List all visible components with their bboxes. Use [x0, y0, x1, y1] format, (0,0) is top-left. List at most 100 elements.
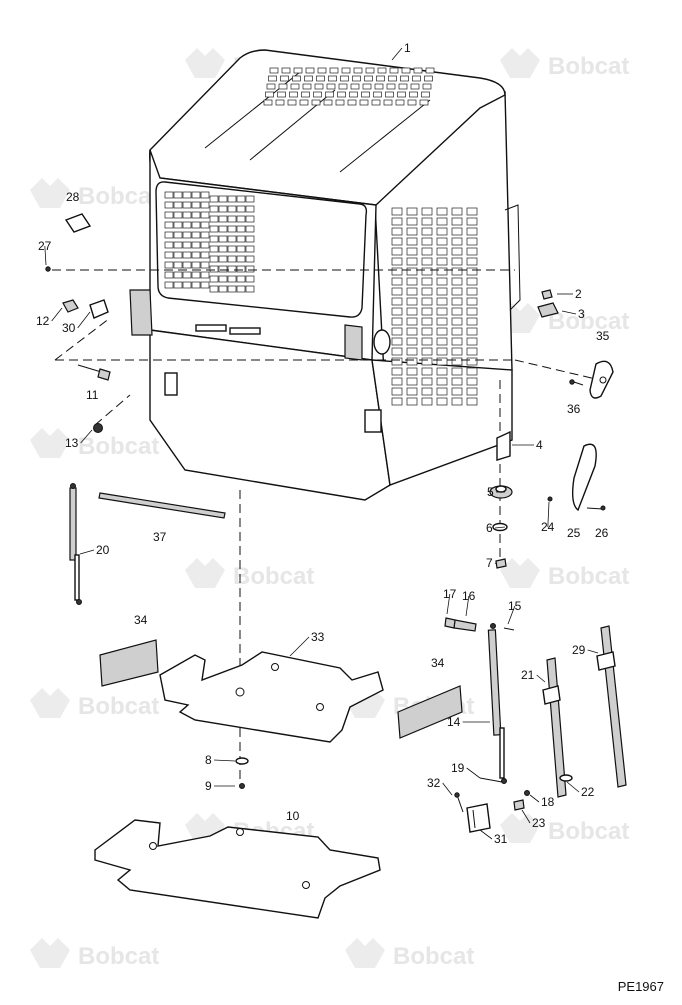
grille-cell	[245, 215, 255, 223]
grille-cell	[191, 271, 201, 279]
grille-cell	[436, 267, 448, 276]
grille-cell	[359, 99, 369, 106]
bobcat-logo-icon	[185, 48, 225, 78]
grille-cell	[466, 297, 478, 306]
grille-cell	[209, 285, 219, 293]
watermark-text: Bobcat	[78, 693, 159, 720]
grille-cell	[182, 261, 192, 269]
grille-cell	[451, 337, 463, 346]
grille-cell	[209, 195, 219, 203]
drawing-code: PE1967	[617, 979, 664, 994]
leader-line-29	[587, 649, 599, 654]
grille-cell	[436, 287, 448, 296]
grille-cell	[182, 241, 192, 249]
grille-cell	[406, 297, 418, 306]
leader-line-30	[77, 311, 91, 329]
grille-cell	[227, 235, 237, 243]
grille-cell	[400, 75, 409, 82]
grille-cell	[164, 281, 174, 289]
grille-cell	[245, 205, 255, 213]
grille-cell	[341, 67, 351, 74]
grille-cell	[466, 397, 478, 406]
grille-cell	[385, 91, 394, 98]
grille-cell	[421, 397, 433, 406]
grille-cell	[191, 211, 201, 219]
grille-cell	[421, 287, 433, 296]
grille-cell	[191, 261, 201, 269]
grille-cell	[281, 67, 291, 74]
grille-cell	[263, 99, 273, 106]
callout-1: 1	[404, 41, 411, 55]
grille-cell	[451, 307, 463, 316]
grille-cell	[388, 75, 397, 82]
grille-cell	[340, 75, 349, 82]
grille-cell	[245, 245, 255, 253]
grille-cell	[173, 261, 183, 269]
grille-cell	[182, 251, 192, 259]
grille-cell	[236, 225, 246, 233]
grille-cell	[406, 247, 418, 256]
grille-cell	[466, 347, 478, 356]
grille-cell	[451, 207, 463, 216]
callout-34: 34	[134, 613, 148, 627]
grille-cell	[451, 297, 463, 306]
grille-cell	[200, 251, 210, 259]
grille-cell	[436, 367, 448, 376]
assembly-center-lines	[52, 269, 601, 785]
grille-cell	[191, 201, 201, 209]
callout-34: 34	[431, 656, 445, 670]
grille-cell	[436, 277, 448, 286]
grille-cell	[391, 257, 403, 266]
grille-cell	[421, 337, 433, 346]
callout-21: 21	[521, 668, 535, 682]
grille-cell	[227, 225, 237, 233]
grille-cell	[466, 287, 478, 296]
grille-cell	[227, 195, 237, 203]
grille-cell	[245, 255, 255, 263]
grille-cell	[278, 83, 288, 90]
grille-cell	[391, 267, 403, 276]
grille-cell	[236, 265, 246, 273]
grille-cell	[227, 245, 237, 253]
grille-cell	[466, 307, 478, 316]
watermark-text: Bobcat	[393, 943, 474, 970]
grille-cell	[436, 257, 448, 266]
grille-cell	[398, 83, 408, 90]
leader-line-7	[494, 562, 498, 565]
leader-line-3	[561, 310, 577, 315]
leader-line-8	[213, 759, 236, 762]
grille-cell	[200, 261, 210, 269]
leader-line-18	[529, 794, 540, 803]
callout-30: 30	[62, 321, 76, 335]
grille-cell	[406, 267, 418, 276]
watermark-text: Bobcat	[78, 943, 159, 970]
callout-3: 3	[578, 307, 585, 321]
grille-cell	[182, 271, 192, 279]
grille-cell	[374, 83, 384, 90]
bobcat-logo-icon	[500, 48, 540, 78]
grille-cell	[436, 247, 448, 256]
grille-cell	[421, 327, 433, 336]
grille-cell	[386, 83, 396, 90]
grille-cell	[466, 267, 478, 276]
grille-cell	[406, 307, 418, 316]
grille-cell	[436, 397, 448, 406]
grille-cell	[200, 211, 210, 219]
bobcat-watermark: Bobcat	[500, 558, 629, 590]
grille-cell	[269, 67, 279, 74]
grille-cell	[421, 387, 433, 396]
callout-12: 12	[36, 314, 50, 328]
grille-cell	[304, 75, 313, 82]
grille-cell	[406, 207, 418, 216]
grille-cell	[391, 347, 403, 356]
grille-cell	[436, 377, 448, 386]
leader-lines	[44, 47, 599, 840]
callout-15: 15	[508, 599, 522, 613]
grille-cell	[406, 287, 418, 296]
grille-cell	[280, 75, 289, 82]
grille-cell	[173, 251, 183, 259]
grille-cell	[316, 75, 325, 82]
grille-cell	[236, 275, 246, 283]
grille-cell	[425, 67, 435, 74]
